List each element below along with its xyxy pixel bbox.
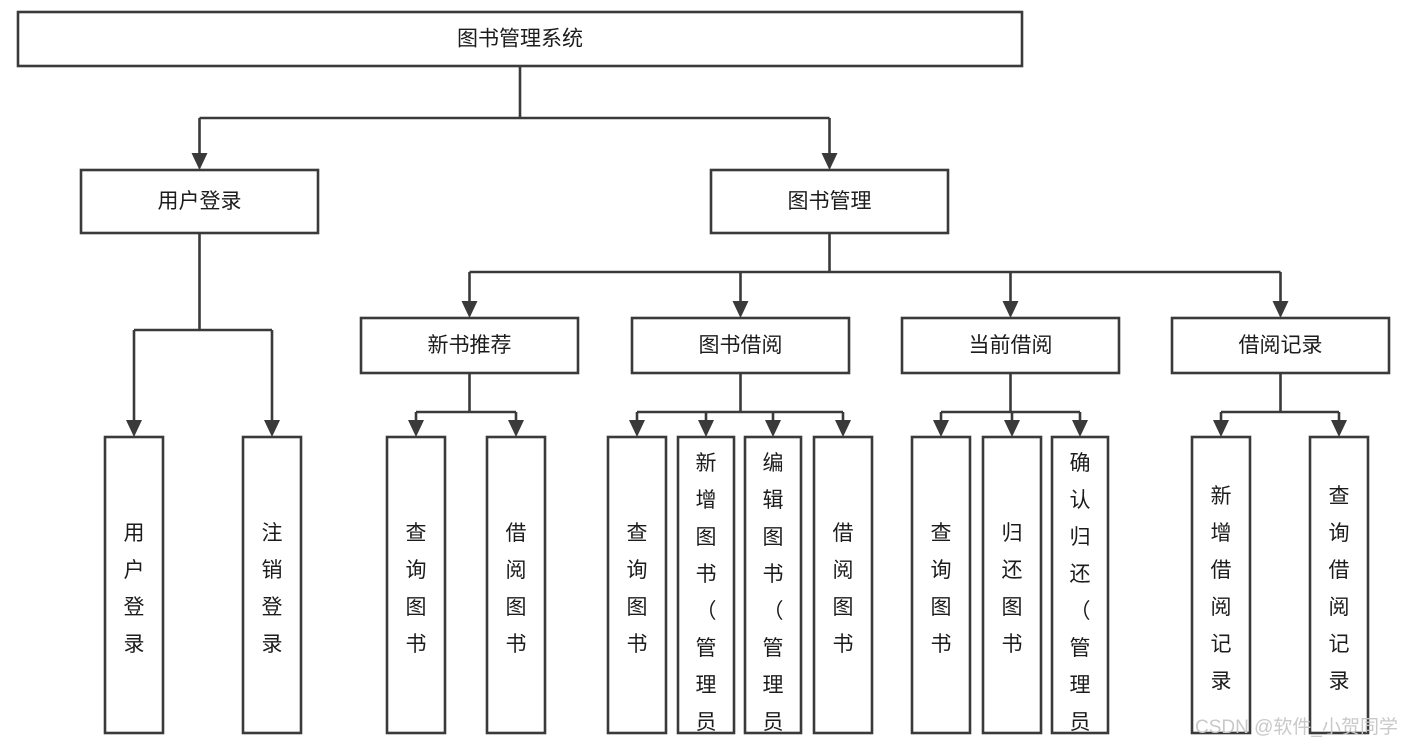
- node-label-leaf-borrow-book-2: 借阅图书: [833, 522, 854, 656]
- connector-arrow-icon: [629, 420, 645, 437]
- node-leaf-add-book[interactable]: 新增图书（管理员）: [676, 435, 736, 747]
- connector-arrow-icon: [461, 301, 478, 318]
- connector-arrow-icon: [1004, 420, 1020, 437]
- connector-arrow-icon: [191, 153, 208, 170]
- node-box-leaf-edit-book[interactable]: [743, 435, 803, 735]
- node-label-current-borrow: 当前借阅: [969, 334, 1053, 357]
- connector-arrow-icon: [1072, 420, 1088, 437]
- node-label-leaf-add-record: 新增借阅记录: [1211, 485, 1232, 693]
- node-leaf-query-book-2[interactable]: 查询图书: [606, 435, 668, 735]
- node-label-leaf-edit-book: 编辑图书（管理员）: [763, 452, 784, 747]
- node-book-manage[interactable]: 图书管理: [709, 168, 950, 235]
- node-box-leaf-borrow-book-1[interactable]: [485, 435, 547, 735]
- connector-group-current-borrow: [933, 373, 1088, 437]
- node-borrow-record[interactable]: 借阅记录: [1170, 316, 1391, 375]
- connectors-layer: [126, 66, 1347, 437]
- node-label-leaf-query-book-1: 查询图书: [406, 522, 427, 656]
- node-leaf-borrow-book-2[interactable]: 借阅图书: [812, 435, 874, 735]
- node-leaf-logout[interactable]: 注销登录: [241, 435, 303, 735]
- connector-group-user-login: [126, 233, 280, 437]
- node-label-leaf-add-book: 新增图书（管理员）: [696, 452, 717, 747]
- node-box-leaf-query-book-3[interactable]: [910, 435, 972, 735]
- node-label-new-book-rec: 新书推荐: [428, 334, 512, 357]
- connector-group-book-manage: [461, 233, 1289, 318]
- node-label-leaf-return-book: 归还图书: [1002, 522, 1023, 656]
- node-label-leaf-logout: 注销登录: [262, 522, 283, 656]
- connector-arrow-icon: [264, 420, 280, 437]
- node-box-current-borrow[interactable]: [900, 316, 1121, 375]
- nodes-layer: 图书管理系统用户登录图书管理新书推荐图书借阅当前借阅借阅记录用户登录注销登录查询…: [16, 10, 1391, 747]
- node-box-borrow-record[interactable]: [1170, 316, 1391, 375]
- connector-arrow-icon: [1331, 420, 1347, 437]
- connector-arrow-icon: [698, 420, 714, 437]
- node-root[interactable]: 图书管理系统: [16, 10, 1024, 68]
- node-box-leaf-user-login[interactable]: [103, 435, 165, 735]
- connector-arrow-icon: [508, 420, 524, 437]
- connector-arrow-icon: [1272, 301, 1289, 318]
- node-box-book-manage[interactable]: [709, 168, 950, 235]
- connector-arrow-icon: [835, 420, 851, 437]
- connector-group-book-borrow: [629, 373, 851, 437]
- node-label-leaf-query-book-2: 查询图书: [627, 522, 648, 656]
- node-box-leaf-query-book-1[interactable]: [385, 435, 447, 735]
- node-box-leaf-confirm-return[interactable]: [1050, 435, 1110, 735]
- node-box-root[interactable]: [16, 10, 1024, 68]
- node-box-book-borrow[interactable]: [630, 316, 851, 375]
- node-label-borrow-record: 借阅记录: [1239, 334, 1323, 357]
- connector-arrow-icon: [765, 420, 781, 437]
- connector-group-root: [191, 66, 838, 170]
- node-label-leaf-query-record: 查询借阅记录: [1329, 485, 1350, 693]
- node-label-book-manage: 图书管理: [788, 190, 872, 213]
- node-box-leaf-add-book[interactable]: [676, 435, 736, 735]
- connector-arrow-icon: [732, 301, 749, 318]
- node-leaf-query-book-1[interactable]: 查询图书: [385, 435, 447, 735]
- node-box-user-login[interactable]: [79, 168, 320, 235]
- connector-group-borrow-record: [1213, 373, 1347, 437]
- node-leaf-add-record[interactable]: 新增借阅记录: [1190, 435, 1252, 735]
- node-new-book-rec[interactable]: 新书推荐: [359, 316, 580, 375]
- node-box-leaf-add-record[interactable]: [1190, 435, 1252, 735]
- connector-arrow-icon: [933, 420, 949, 437]
- connector-arrow-icon: [408, 420, 424, 437]
- connector-group-new-book-rec: [408, 373, 524, 437]
- node-box-new-book-rec[interactable]: [359, 316, 580, 375]
- node-box-leaf-query-book-2[interactable]: [606, 435, 668, 735]
- node-box-leaf-logout[interactable]: [241, 435, 303, 735]
- node-leaf-query-book-3[interactable]: 查询图书: [910, 435, 972, 735]
- node-leaf-return-book[interactable]: 归还图书: [981, 435, 1043, 735]
- node-label-leaf-user-login: 用户登录: [124, 522, 145, 656]
- csdn-watermark: CSDN @软件_小贺同学: [1195, 716, 1398, 738]
- connector-arrow-icon: [1002, 301, 1019, 318]
- node-box-leaf-borrow-book-2[interactable]: [812, 435, 874, 735]
- node-book-borrow[interactable]: 图书借阅: [630, 316, 851, 375]
- connector-arrow-icon: [1213, 420, 1229, 437]
- connector-arrow-icon: [821, 153, 838, 170]
- node-label-user-login: 用户登录: [158, 190, 242, 213]
- node-label-leaf-confirm-return: 确认归还（管理员）: [1070, 452, 1091, 747]
- node-box-leaf-query-record[interactable]: [1308, 435, 1370, 735]
- node-label-leaf-borrow-book-1: 借阅图书: [506, 522, 527, 656]
- connector-arrow-icon: [126, 420, 142, 437]
- node-user-login[interactable]: 用户登录: [79, 168, 320, 235]
- node-leaf-user-login[interactable]: 用户登录: [103, 435, 165, 735]
- node-leaf-edit-book[interactable]: 编辑图书（管理员）: [743, 435, 803, 747]
- node-label-root: 图书管理系统: [457, 28, 583, 51]
- node-leaf-borrow-book-1[interactable]: 借阅图书: [485, 435, 547, 735]
- node-box-leaf-return-book[interactable]: [981, 435, 1043, 735]
- node-label-book-borrow: 图书借阅: [699, 334, 783, 357]
- node-current-borrow[interactable]: 当前借阅: [900, 316, 1121, 375]
- node-leaf-query-record[interactable]: 查询借阅记录: [1308, 435, 1370, 735]
- node-label-leaf-query-book-3: 查询图书: [931, 522, 952, 656]
- node-leaf-confirm-return[interactable]: 确认归还（管理员）: [1050, 435, 1110, 747]
